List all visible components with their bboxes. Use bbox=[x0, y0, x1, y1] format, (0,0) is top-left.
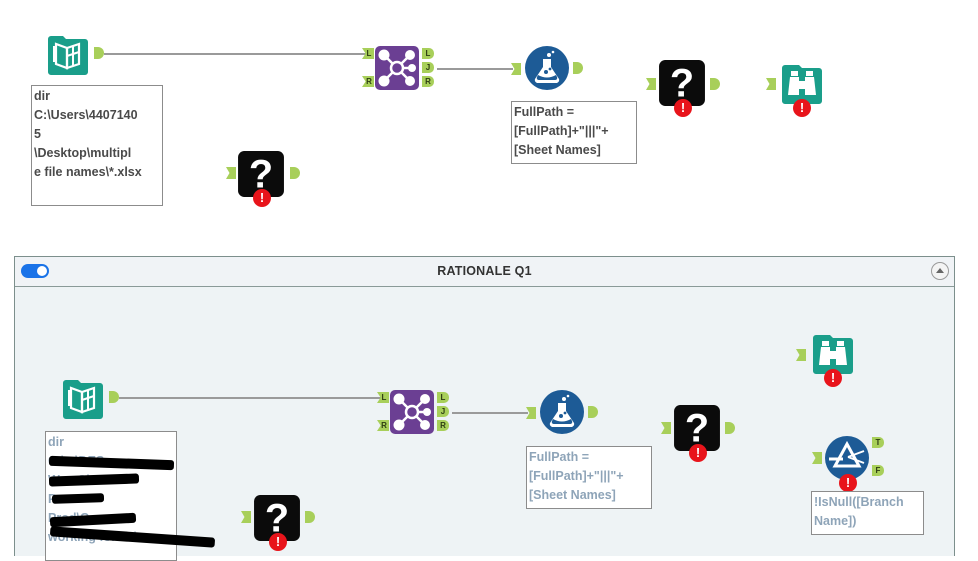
directory-input-icon bbox=[45, 32, 91, 78]
formula-input-anchor[interactable] bbox=[511, 63, 521, 75]
container-header[interactable]: RATIONALE Q1 bbox=[15, 257, 954, 287]
tool-container[interactable]: RATIONALE Q1 bbox=[14, 256, 955, 556]
formula-output-anchor[interactable] bbox=[573, 62, 583, 74]
annotation-line: Name]) bbox=[814, 514, 857, 528]
unknown-tool-output-anchor[interactable] bbox=[725, 422, 735, 434]
error-exclamation-icon: ! bbox=[793, 99, 811, 117]
join-left-output-anchor[interactable]: L bbox=[437, 392, 449, 403]
error-exclamation-icon: ! bbox=[839, 474, 857, 492]
connection-input-to-join[interactable] bbox=[119, 397, 381, 399]
formula-output-anchor[interactable] bbox=[588, 406, 598, 418]
join-right-input-anchor[interactable]: R bbox=[377, 420, 389, 431]
collapse-button[interactable] bbox=[931, 262, 949, 280]
annotation-line: [FullPath]+"|||"+ bbox=[529, 469, 624, 483]
join-icon bbox=[389, 389, 435, 435]
unknown-tool-input-anchor[interactable] bbox=[661, 422, 671, 434]
join-right-output-anchor[interactable]: R bbox=[422, 76, 434, 87]
join-right-output-anchor[interactable]: R bbox=[437, 420, 449, 431]
unknown-tool-output-anchor[interactable] bbox=[305, 511, 315, 523]
annotation-line: !IsNull([Branch bbox=[814, 495, 904, 509]
annotation-line: dir bbox=[34, 89, 50, 103]
error-exclamation-icon: ! bbox=[824, 369, 842, 387]
browse-input-anchor[interactable] bbox=[766, 78, 776, 90]
output-anchor[interactable] bbox=[94, 47, 104, 59]
join-tool[interactable] bbox=[374, 45, 420, 91]
join-output-anchor[interactable]: J bbox=[437, 406, 449, 417]
filter-input-anchor[interactable] bbox=[812, 452, 822, 464]
annotation-line: [FullPath]+"|||"+ bbox=[514, 124, 609, 138]
error-exclamation-icon: ! bbox=[689, 444, 707, 462]
unknown-tool-input-anchor[interactable] bbox=[226, 167, 236, 179]
unknown-tool-output-anchor[interactable] bbox=[290, 167, 300, 179]
formula-annotation: FullPath = [FullPath]+"|||"+ [Sheet Name… bbox=[526, 446, 652, 509]
filter-annotation: !IsNull([Branch Name]) bbox=[811, 491, 924, 535]
connection-join-to-formula[interactable] bbox=[452, 412, 528, 414]
output-anchor[interactable] bbox=[109, 391, 119, 403]
formula-annotation: FullPath = [FullPath]+"|||"+ [Sheet Name… bbox=[511, 101, 637, 164]
annotation-line: 5 bbox=[34, 127, 41, 141]
unknown-tool-input-anchor[interactable] bbox=[241, 511, 251, 523]
join-left-input-anchor[interactable]: L bbox=[377, 392, 389, 403]
join-right-input-anchor[interactable]: R bbox=[362, 76, 374, 87]
error-exclamation-icon: ! bbox=[674, 99, 692, 117]
join-tool[interactable] bbox=[389, 389, 435, 435]
annotation-line: [Sheet Names] bbox=[514, 143, 601, 157]
browse-input-anchor[interactable] bbox=[796, 349, 806, 361]
container-title: RATIONALE Q1 bbox=[437, 264, 532, 278]
input-annotation: dir C:\Users\4407140 5 \Desktop\multipl … bbox=[31, 85, 163, 206]
filter-false-output-anchor[interactable]: F bbox=[872, 465, 884, 476]
directory-input-icon bbox=[60, 376, 106, 422]
formula-tool[interactable] bbox=[539, 389, 585, 435]
annotation-line: FullPath = bbox=[514, 105, 575, 119]
formula-tool[interactable] bbox=[524, 45, 570, 91]
annotation-line: [Sheet Names] bbox=[529, 488, 616, 502]
connection-join-to-formula[interactable] bbox=[437, 68, 513, 70]
container-enable-toggle[interactable] bbox=[21, 264, 49, 278]
annotation-line: dir bbox=[48, 435, 64, 449]
filter-true-output-anchor[interactable]: T bbox=[872, 437, 884, 448]
annotation-line: FullPath = bbox=[529, 450, 590, 464]
redaction-mark bbox=[51, 493, 105, 504]
join-left-output-anchor[interactable]: L bbox=[422, 48, 434, 59]
formula-flask-icon bbox=[524, 45, 570, 91]
annotation-line: \Desktop\multipl bbox=[34, 146, 132, 160]
connection-input-to-join[interactable] bbox=[104, 53, 366, 55]
formula-input-anchor[interactable] bbox=[526, 407, 536, 419]
directory-input-tool[interactable] bbox=[60, 376, 106, 422]
error-exclamation-icon: ! bbox=[253, 189, 271, 207]
unknown-tool-input-anchor[interactable] bbox=[646, 78, 656, 90]
join-icon bbox=[374, 45, 420, 91]
error-exclamation-icon: ! bbox=[269, 533, 287, 551]
directory-input-tool[interactable] bbox=[45, 32, 91, 78]
annotation-line: e file names\*.xlsx bbox=[34, 165, 142, 179]
join-left-input-anchor[interactable]: L bbox=[362, 48, 374, 59]
join-output-anchor[interactable]: J bbox=[422, 62, 434, 73]
unknown-tool-output-anchor[interactable] bbox=[710, 78, 720, 90]
formula-flask-icon bbox=[539, 389, 585, 435]
annotation-line: C:\Users\4407140 bbox=[34, 108, 138, 122]
